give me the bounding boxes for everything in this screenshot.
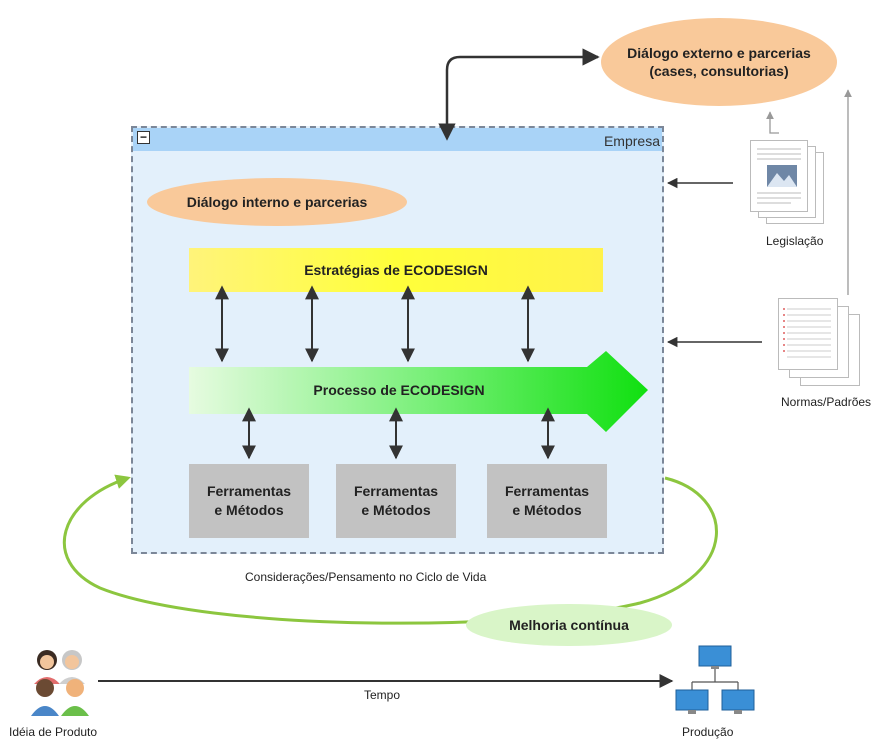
time-label: Tempo (364, 688, 401, 702)
external-dialog-ellipse: Diálogo externo e parcerias (cases, cons… (601, 18, 837, 106)
process-label: Processo de ECODESIGN (313, 382, 485, 398)
document-stack-icon (778, 298, 864, 388)
process-arrow (189, 351, 648, 432)
tools-methods-box-3: Ferramentas e Métodos (487, 464, 607, 538)
people-group-icon (31, 650, 89, 716)
legislation-label: Legislação (766, 234, 824, 248)
legislation-up-arrow (766, 111, 779, 134)
external-connector (438, 48, 600, 141)
network-computers-icon (675, 645, 755, 714)
tools-methods-box-1: Ferramentas e Métodos (189, 464, 309, 538)
tools-methods-box-2: Ferramentas e Métodos (336, 464, 456, 538)
internal-dialog-ellipse: Diálogo interno e parcerias (147, 178, 407, 226)
continuous-improvement-ellipse: Melhoria contínua (466, 604, 672, 646)
lifecycle-loop (62, 474, 718, 625)
product-idea-label: Idéia de Produto (9, 725, 98, 739)
company-title: Empresa (603, 133, 660, 149)
document-stack-icon (748, 140, 828, 226)
collapse-button[interactable]: − (137, 131, 150, 144)
norms-label: Normas/Padrões (781, 395, 872, 409)
lifecycle-label: Considerações/Pensamento no Ciclo de Vid… (245, 570, 487, 584)
strategies-bar: Estratégias de ECODESIGN (189, 248, 603, 292)
production-label: Produção (682, 725, 734, 739)
